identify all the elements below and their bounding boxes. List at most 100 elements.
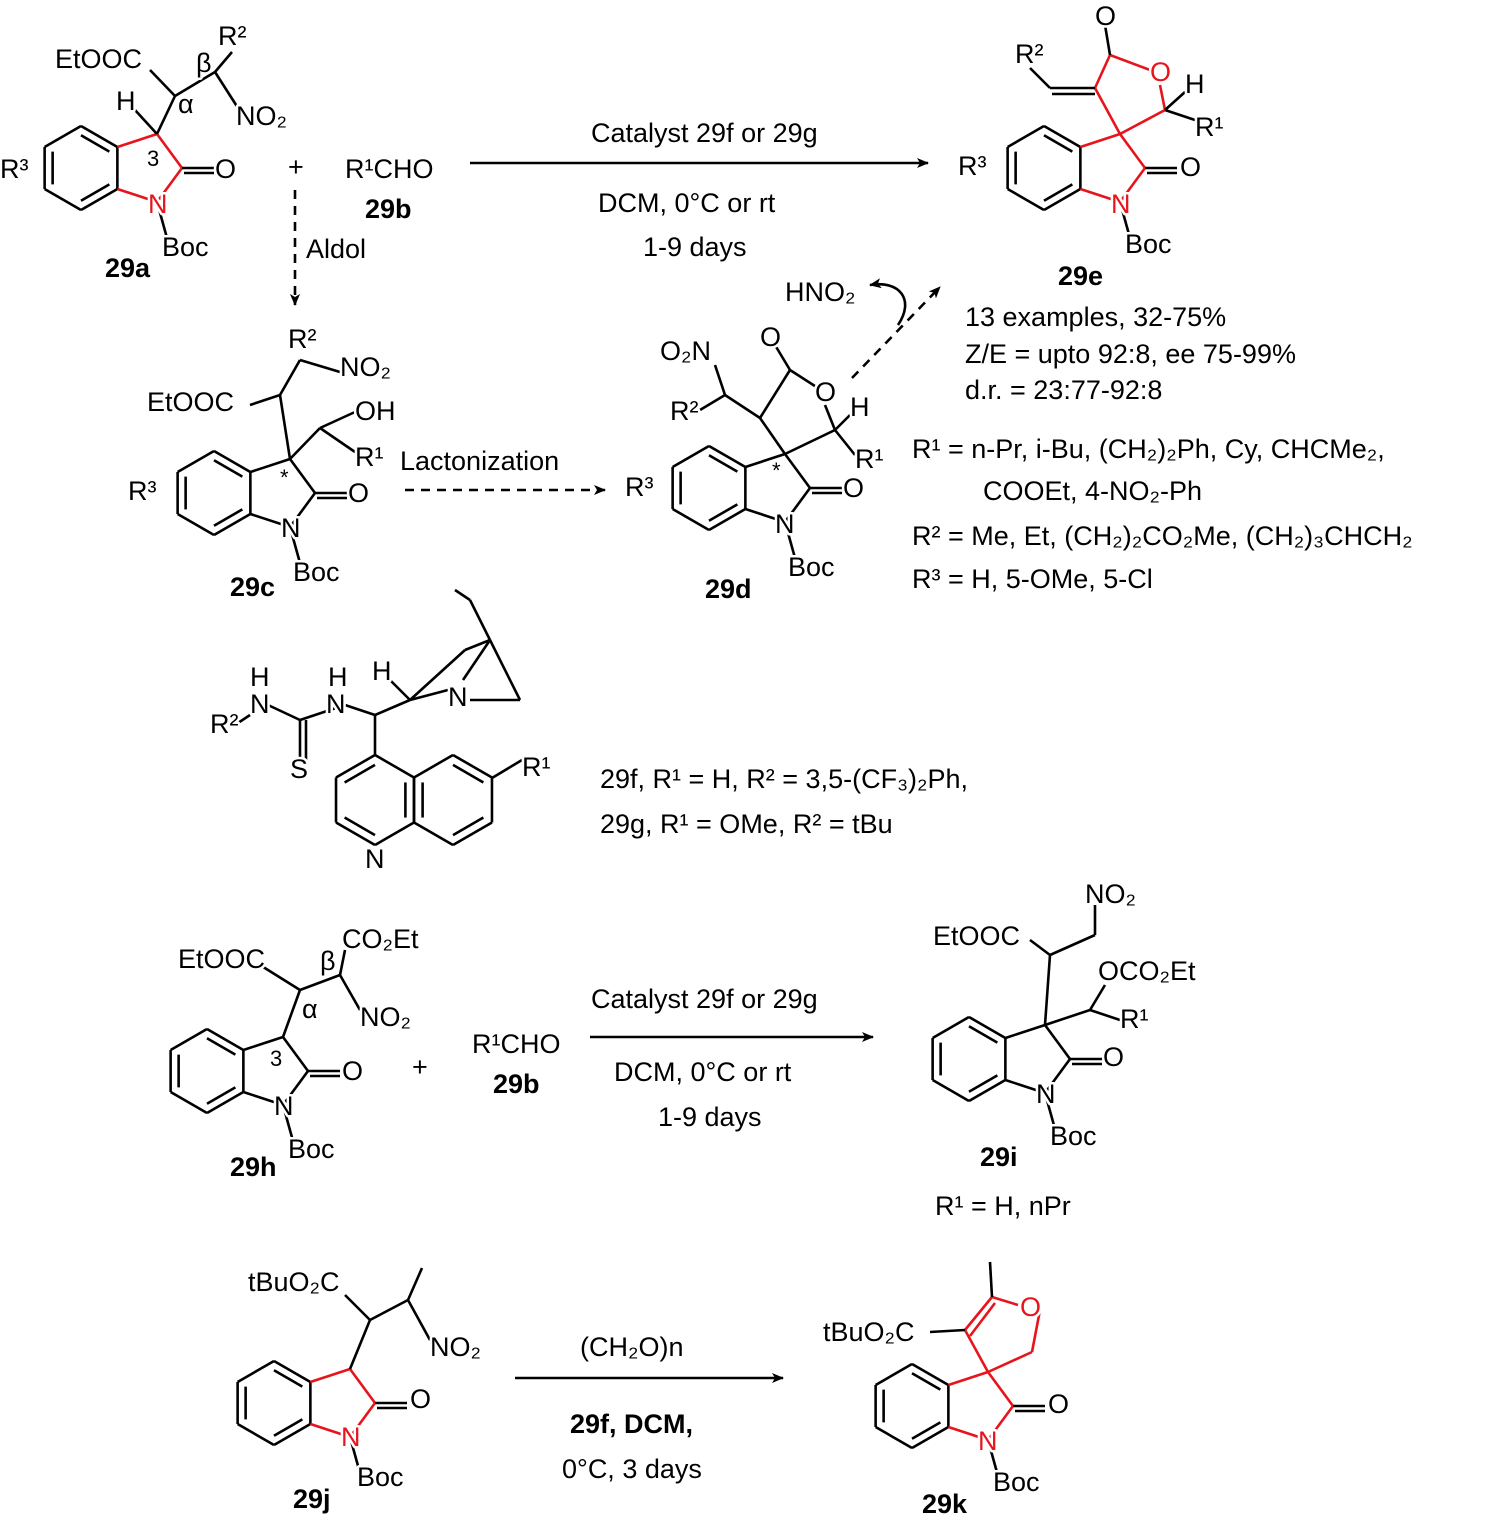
bond xyxy=(80,183,111,202)
quinuclidine-h: H xyxy=(372,656,392,686)
nitrogen-label: N xyxy=(1036,1079,1056,1109)
compound-id: 29i xyxy=(980,1142,1018,1172)
thiourea-h2: H xyxy=(328,662,348,692)
bond xyxy=(213,512,252,537)
bond xyxy=(671,444,710,469)
bond xyxy=(988,1261,994,1298)
bond xyxy=(406,1299,432,1341)
bond xyxy=(259,963,301,992)
lactonization-label: Lactonization xyxy=(400,446,559,476)
compound-id-29b: 29b xyxy=(493,1069,540,1099)
bond xyxy=(344,1294,371,1321)
boc-label: Boc xyxy=(357,1462,404,1492)
bond xyxy=(1109,53,1151,72)
carbonyl-o-label: O xyxy=(1180,152,1201,182)
conditions-reagent: (CH₂O)n xyxy=(580,1332,683,1362)
results-examples: 13 examples, 32-75% xyxy=(965,302,1226,332)
bond xyxy=(236,1359,275,1384)
r2-label: R² xyxy=(670,396,699,426)
nitrogen-label: N xyxy=(281,513,301,543)
o2n-label: O₂N xyxy=(660,336,711,366)
nitrogen-label: N xyxy=(148,189,168,219)
bond xyxy=(214,51,233,73)
bond xyxy=(1043,183,1074,202)
stereocenter-star: * xyxy=(772,458,781,483)
bond xyxy=(155,95,177,135)
bond xyxy=(343,816,376,837)
ester-label: tBuO₂C xyxy=(823,1317,915,1347)
bond xyxy=(911,1362,950,1387)
bond xyxy=(1029,938,1051,957)
r3-scope: R³ = H, 5-OMe, 5-Cl xyxy=(912,564,1153,594)
alpha-label: α xyxy=(178,89,194,119)
bond xyxy=(374,753,415,779)
bond xyxy=(43,124,82,149)
bond xyxy=(278,394,292,460)
h-label: H xyxy=(850,392,870,422)
elimination-dashed-arrow xyxy=(851,286,941,379)
boc-label: Boc xyxy=(293,557,340,587)
aldol-label: Aldol xyxy=(306,234,366,264)
bond xyxy=(1089,1008,1121,1022)
ester-label: EtOOC xyxy=(933,921,1020,951)
bond xyxy=(149,69,176,97)
bond xyxy=(309,1367,351,1384)
bond xyxy=(1006,187,1045,212)
bond xyxy=(708,507,747,532)
boc-label: Boc xyxy=(1125,229,1172,259)
conditions-time: 1-9 days xyxy=(643,232,747,262)
r2-label: R² xyxy=(1015,39,1044,69)
ester-label: EtOOC xyxy=(55,44,142,74)
bond xyxy=(834,414,851,431)
r1-label: R¹ xyxy=(522,752,551,782)
bond xyxy=(348,1319,372,1370)
bond xyxy=(409,649,466,701)
boc-label: Boc xyxy=(288,1134,335,1164)
conditions-solvent: DCM, 0°C or rt xyxy=(598,188,776,218)
bond xyxy=(708,454,739,473)
bond xyxy=(784,428,836,456)
bond xyxy=(991,1295,1019,1307)
ester-label: tBuO₂C xyxy=(248,1267,340,1297)
no2-label: NO₂ xyxy=(1085,879,1136,909)
r1-scope: R¹ = n-Pr, i-Bu, (CH₂)₂Ph, Cy, CHCMe₂, xyxy=(912,434,1385,464)
bond xyxy=(929,1328,966,1334)
bond xyxy=(319,410,356,430)
bond xyxy=(963,1329,990,1373)
compound-29j: tBuO₂C NO₂ O N Boc 29j xyxy=(246,1265,484,1517)
bond xyxy=(249,393,281,407)
carbonyl-o-label: O xyxy=(1103,1042,1124,1072)
bond xyxy=(1079,187,1121,204)
bond xyxy=(1043,954,1052,1026)
bond xyxy=(242,1090,284,1107)
bond xyxy=(1079,132,1121,149)
bond xyxy=(823,404,837,431)
bond xyxy=(744,452,786,469)
conditions-catalyst: Catalyst 29f or 29g xyxy=(591,984,818,1014)
bond xyxy=(911,1421,942,1440)
r3-label: R³ xyxy=(0,154,29,184)
catalyst-29g-definition: 29g, R¹ = OMe, R² = tBu xyxy=(600,809,893,839)
compound-id: 29j xyxy=(293,1484,331,1514)
bond xyxy=(1049,933,1096,957)
bond xyxy=(338,974,362,1011)
bond xyxy=(242,1035,284,1052)
catalyst-29f-definition: 29f, R¹ = H, R² = 3,5-(CF₃)₂Ph, xyxy=(600,764,968,794)
bond xyxy=(134,109,158,135)
compound-id-29b: 29b xyxy=(365,194,412,224)
bond xyxy=(1043,1024,1072,1060)
co2et-label: CO₂Et xyxy=(342,924,419,954)
bond xyxy=(488,639,522,701)
carbonyl-o-label: O xyxy=(348,478,369,508)
bond xyxy=(206,1090,245,1115)
bond xyxy=(1043,1092,1057,1130)
bond xyxy=(369,1298,409,1322)
bond xyxy=(452,816,485,837)
bond xyxy=(338,949,347,976)
bond xyxy=(281,1104,295,1142)
bond xyxy=(947,1425,989,1442)
boc-label: Boc xyxy=(1050,1121,1097,1151)
nitrogen-label: N xyxy=(1111,189,1131,219)
bond xyxy=(744,507,786,524)
compound-29h: EtOOC β CO₂Et α NO₂ 3 O N Boc 29h xyxy=(176,922,422,1185)
